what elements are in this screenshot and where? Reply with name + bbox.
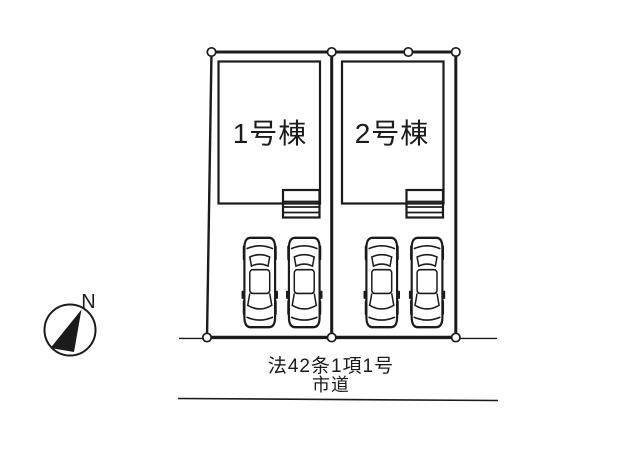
- boundary-line-left: [205, 51, 213, 338]
- car-icon: [408, 236, 446, 329]
- boundary-marker: [450, 46, 461, 58]
- building-1-outline: [217, 60, 322, 205]
- boundary-marker: [201, 332, 213, 343]
- parking-cars: [241, 236, 446, 329]
- building-1: 1号棟: [217, 60, 322, 219]
- building-2-label: 2号棟: [355, 118, 430, 149]
- compass-circle: [43, 303, 97, 357]
- car-icon: [363, 236, 400, 329]
- compass: N: [43, 291, 97, 357]
- boundary-marker: [326, 332, 337, 343]
- boundary-marker: [326, 46, 337, 58]
- north-arrow-icon: [50, 309, 82, 352]
- building-1-entrance-steps: [281, 188, 321, 219]
- road-edge-lower-line: [177, 397, 499, 402]
- car-icon: [286, 236, 323, 329]
- road-type-label: 市道: [312, 375, 350, 395]
- road: 法42条1項1号 市道: [177, 355, 499, 402]
- car-icon: [241, 236, 278, 329]
- building-1-label: 1号棟: [233, 118, 308, 149]
- boundary-marker: [403, 46, 414, 58]
- boundary-markers: [201, 46, 461, 343]
- building-2-entrance-steps: [405, 188, 445, 219]
- building-2: 2号棟: [340, 60, 445, 219]
- lot-boundaries: [179, 50, 497, 340]
- boundary-marker: [206, 46, 217, 58]
- road-designation-label: 法42条1項1号: [268, 355, 394, 377]
- building-2-outline: [340, 60, 445, 205]
- compass-north-label: N: [81, 291, 95, 313]
- boundary-marker: [450, 332, 461, 343]
